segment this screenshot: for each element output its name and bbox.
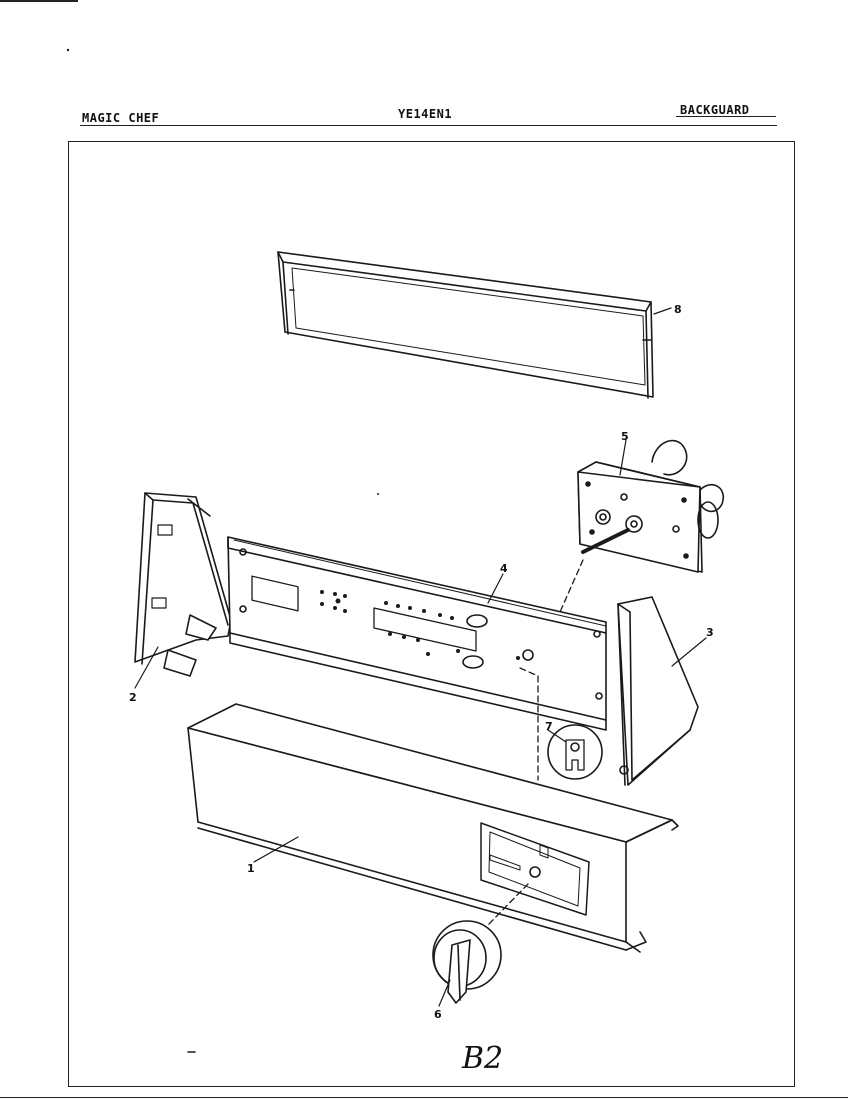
header-underline bbox=[80, 125, 777, 126]
part-6-knob bbox=[432, 920, 502, 1004]
speck bbox=[377, 493, 379, 495]
speck bbox=[66, 48, 70, 52]
brand-label: MAGIC CHEF bbox=[82, 111, 160, 125]
model-number: YE14EN1 bbox=[398, 107, 453, 121]
callout-7: 7 bbox=[545, 720, 553, 733]
callout-3: 3 bbox=[706, 626, 714, 639]
callout-4: 4 bbox=[500, 562, 508, 575]
callout-1: 1 bbox=[247, 862, 255, 875]
part-4-control-panel bbox=[227, 536, 607, 731]
part-7-clip-detail bbox=[547, 724, 603, 780]
callout-2: 2 bbox=[129, 691, 137, 704]
part-2-left-end-cap bbox=[134, 492, 232, 677]
section-title: BACKGUARD bbox=[680, 103, 750, 117]
part-1-lower-housing bbox=[187, 703, 679, 953]
part-3-right-end-cap bbox=[617, 596, 699, 786]
header-rule-top-left bbox=[0, 0, 78, 2]
section-underline bbox=[676, 116, 776, 117]
assembly-guide-lines bbox=[487, 559, 584, 926]
part-5-timer-module bbox=[577, 439, 725, 573]
leader-lines bbox=[134, 307, 707, 1007]
callout-6: 6 bbox=[434, 1008, 442, 1021]
bottom-rule bbox=[0, 1097, 848, 1098]
handwritten-mark: B2 bbox=[461, 1041, 503, 1076]
callout-8: 8 bbox=[674, 303, 682, 316]
callout-5: 5 bbox=[621, 430, 629, 443]
part-8-window-trim bbox=[277, 251, 654, 399]
diagram-frame bbox=[68, 141, 795, 1087]
